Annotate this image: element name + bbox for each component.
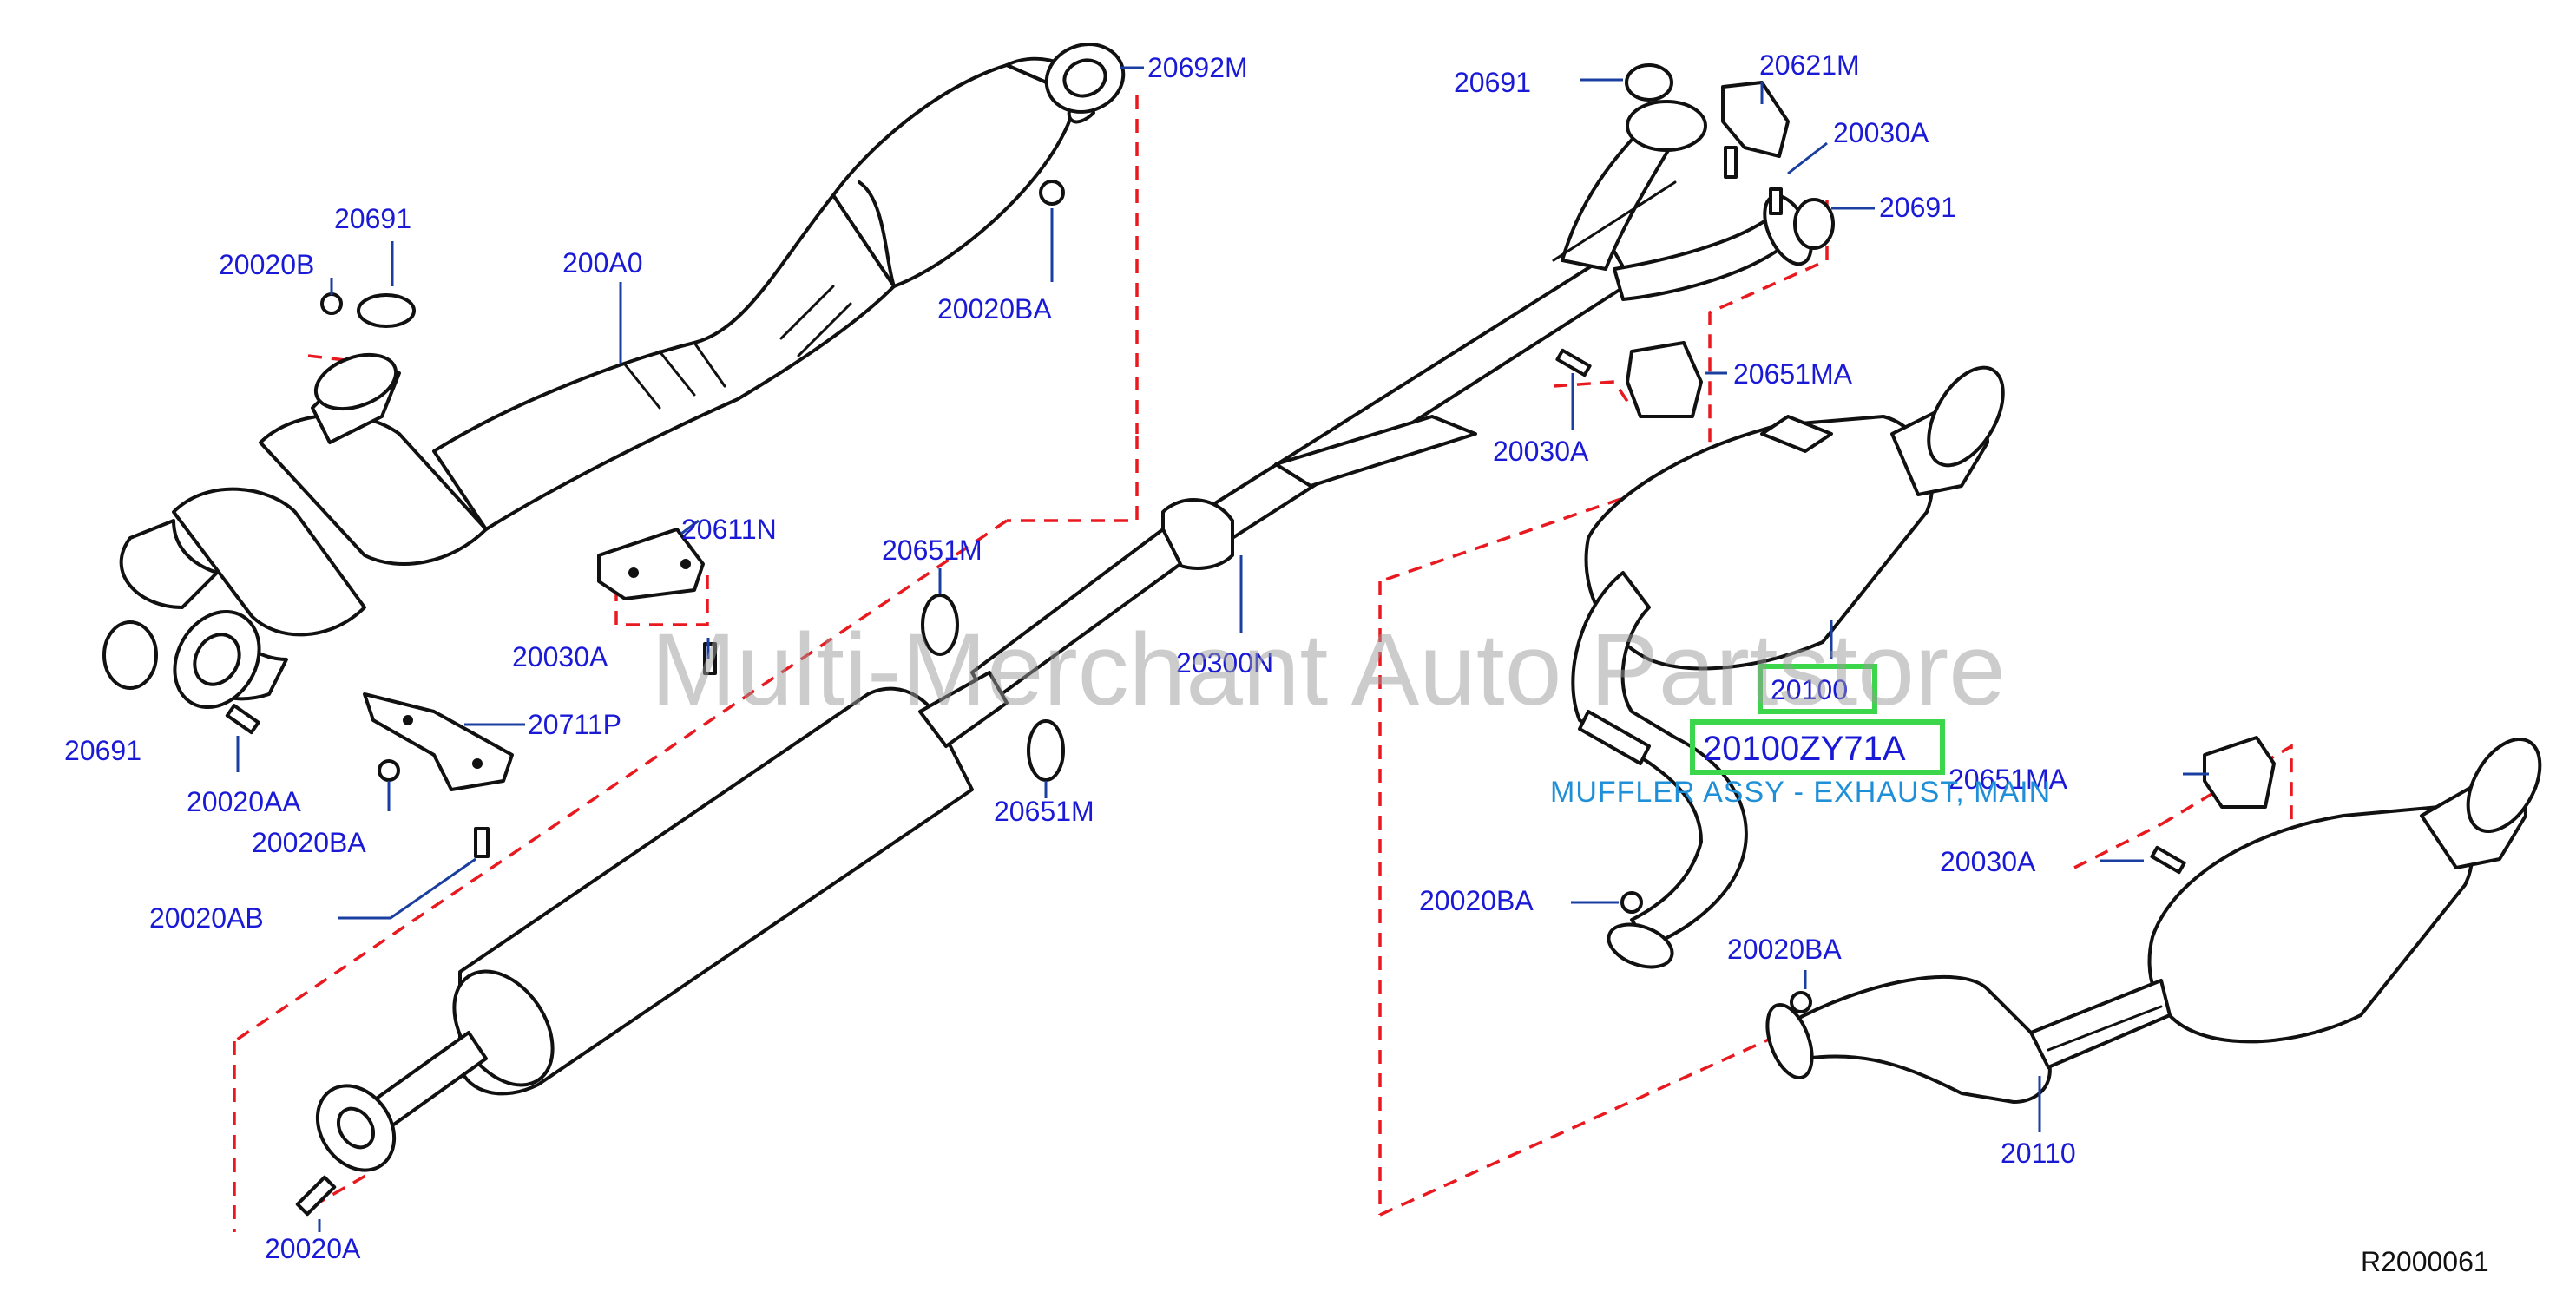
full-part-number[interactable]: 20100ZY71A [1703,730,1906,768]
part-description: MUFFLER ASSY - EXHAUST, MAIN [1550,776,2051,809]
label-20692M[interactable]: 20692M [1147,52,1248,83]
gasket-ring-20691-right [1793,198,1835,250]
nut-20020BA-muffler [1620,891,1643,914]
label-20020BA-left[interactable]: 20020BA [252,827,366,858]
bracket-20621M [1721,81,1790,158]
rubber-hanger-20651M-lower [1027,719,1065,782]
label-200A0[interactable]: 200A0 [562,247,643,279]
label-20030A-center[interactable]: 20030A [1493,436,1589,467]
bolt-20030A-rear [2150,845,2186,875]
label-20020A[interactable]: 20020A [265,1233,361,1264]
leader-lines [236,66,2209,1232]
bolt-20020AB [474,827,490,858]
label-20651M-upper[interactable]: 20651M [882,535,982,566]
label-20020AA[interactable]: 20020AA [187,786,301,817]
label-20020BA-rear[interactable]: 20020BA [1727,934,1842,965]
left-fasteners [102,180,1065,858]
label-20100[interactable]: 20100 [1771,674,1848,705]
label-20020BA-top[interactable]: 20020BA [937,293,1052,325]
highlight-box-20100 [1758,664,1877,714]
label-20030A-left[interactable]: 20030A [512,641,608,672]
highlighted-part: 20100 20100ZY71A MUFFLER ASSY - EXHAUST,… [1550,664,2051,809]
label-20651MA-upper[interactable]: 20651MA [1733,358,1853,390]
label-20651MA-lower[interactable]: 20651MA [1948,764,2068,795]
hanger-20651MA-upper [1626,341,1703,418]
bolt-20030A-hanger [1555,348,1592,377]
highlight-box-20100ZY71A [1690,719,1945,775]
watermark: Multi-Merchant Auto Partstore [651,613,2006,727]
main-muffler-20100 [1571,365,2005,969]
bolt-20020AA [225,704,260,735]
rear-muffler-20110 [1765,736,2542,1104]
front-y-pipe-assembly [119,43,1126,791]
label-20611N[interactable]: 20611N [681,514,777,545]
nut-20020B [320,292,343,315]
gasket-ring-20691-top [357,293,416,328]
part-labels: 20692M 20691 20020B 200A0 20020BA 20611N… [64,49,2076,1264]
gasket-ring-20691-left [102,620,158,690]
label-20621M[interactable]: 20621M [1759,49,1860,81]
diagram-reference-code: R2000061 [2361,1246,2489,1277]
label-20651M-lower[interactable]: 20651M [994,796,1094,827]
center-pipe-assembly [295,250,1633,1217]
label-20300N[interactable]: 20300N [1176,647,1273,679]
label-20691-left[interactable]: 20691 [64,735,141,766]
label-20020BA-muffler[interactable]: 20020BA [1419,885,1534,916]
label-20030A-upper-right[interactable]: 20030A [1833,117,1929,148]
bolt-20030A-right [1769,187,1783,215]
stud-20020A [295,1175,337,1217]
label-20030A-rear[interactable]: 20030A [1940,846,2036,877]
nut-20020BA-top [1039,180,1065,206]
label-20020AB[interactable]: 20020AB [149,902,264,934]
label-20110[interactable]: 20110 [2001,1138,2076,1169]
label-20691-right[interactable]: 20691 [1879,192,1956,223]
label-20691-upper-right[interactable]: 20691 [1454,67,1531,98]
gasket-ring-20691-upper-right [1625,63,1673,102]
label-20020B[interactable]: 20020B [219,249,314,280]
label-20691-top-left[interactable]: 20691 [334,203,411,234]
hanger-20651MA-lower [2203,736,2276,809]
rear-y-pipe-assembly [1552,63,1835,418]
label-20711P[interactable]: 20711P [528,709,621,740]
rubber-hanger-20651M-upper [921,594,959,656]
nut-20020BA-rear [1790,991,1812,1013]
bolt-20030A-upper-right [1724,146,1738,179]
nut-20020BA [378,759,400,782]
